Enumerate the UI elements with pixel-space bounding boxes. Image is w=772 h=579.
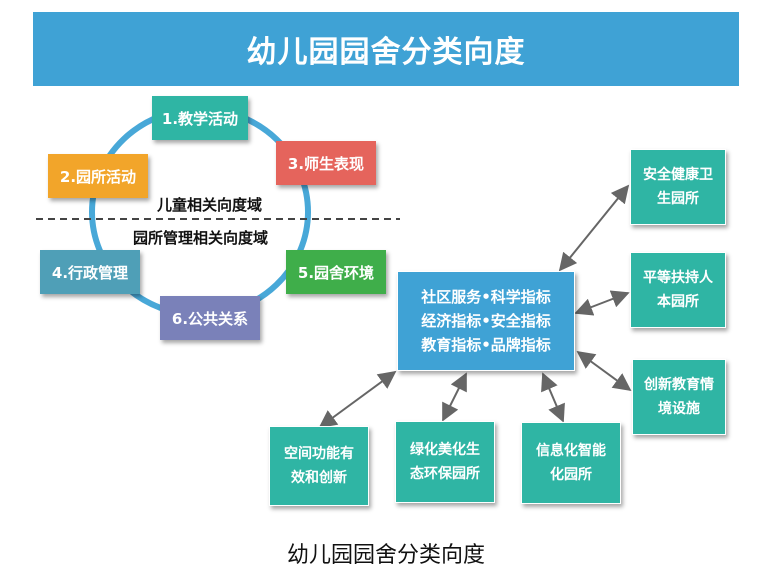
cycle-item-environment: 5.园舍环境 <box>286 250 386 294</box>
right-box-safety-health: 安全健康卫生园所 <box>630 149 726 225</box>
arrow-center-to-bottom-right <box>541 372 565 423</box>
arrow-center-to-bottom-left <box>318 370 397 429</box>
arrow-center-to-bottom-mid <box>442 372 467 422</box>
right-box-label: 创新教育情境设施 <box>644 377 714 417</box>
upper-domain-label: 儿童相关向度域 <box>157 196 263 214</box>
right-box-innovative-facilities: 创新教育情境设施 <box>632 359 726 435</box>
indicator-line: 经济指标•安全指标 <box>421 312 551 330</box>
bottom-box-smart-campus: 信息化智能化园所 <box>521 422 621 504</box>
bottom-box-label: 信息化智能化园所 <box>536 443 606 483</box>
title-banner: 幼儿园园舍分类向度 <box>33 12 739 86</box>
right-box-equality-support: 平等扶持人本园所 <box>630 252 726 328</box>
arrow-center-to-mid-right <box>574 290 630 316</box>
lower-domain-label: 园所管理相关向度域 <box>133 229 269 247</box>
indicator-line: 社区服务•科学指标 <box>421 288 551 306</box>
bottom-box-label: 空间功能有效和创新 <box>284 446 354 486</box>
indicator-line: 教育指标•品牌指标 <box>421 336 551 354</box>
cycle-item-campus-activities: 2.园所活动 <box>48 154 148 198</box>
right-box-label: 平等扶持人本园所 <box>643 270 713 310</box>
cycle-item-label: 3.师生表现 <box>287 154 365 173</box>
title-text: 幼儿园园舍分类向度 <box>246 35 526 70</box>
bottom-box-green-eco: 绿化美化生态环保园所 <box>395 421 495 503</box>
cycle-item-teacher-student: 3.师生表现 <box>276 141 376 185</box>
arrow-center-to-low-right <box>576 350 632 392</box>
cycle-item-label: 1.教学活动 <box>161 109 239 128</box>
cycle-item-label: 4.行政管理 <box>51 263 129 282</box>
cycle-item-label: 5.园舍环境 <box>297 263 375 282</box>
cycle-item-administration: 4.行政管理 <box>40 250 140 294</box>
cycle-item-teaching: 1.教学活动 <box>152 96 248 140</box>
bottom-box-space-function: 空间功能有效和创新 <box>269 426 369 506</box>
bottom-box-label: 绿化美化生态环保园所 <box>410 442 480 482</box>
arrow-center-to-top-right <box>558 184 630 272</box>
right-box-label: 安全健康卫生园所 <box>643 167 713 207</box>
cycle-item-public-relations: 6.公共关系 <box>160 296 260 340</box>
figure-caption: 幼儿园园舍分类向度 <box>286 543 485 568</box>
cycle-item-label: 2.园所活动 <box>59 167 137 186</box>
cycle-item-label: 6.公共关系 <box>171 309 249 328</box>
indicator-center-box: 社区服务•科学指标 经济指标•安全指标 教育指标•品牌指标 <box>397 271 575 371</box>
